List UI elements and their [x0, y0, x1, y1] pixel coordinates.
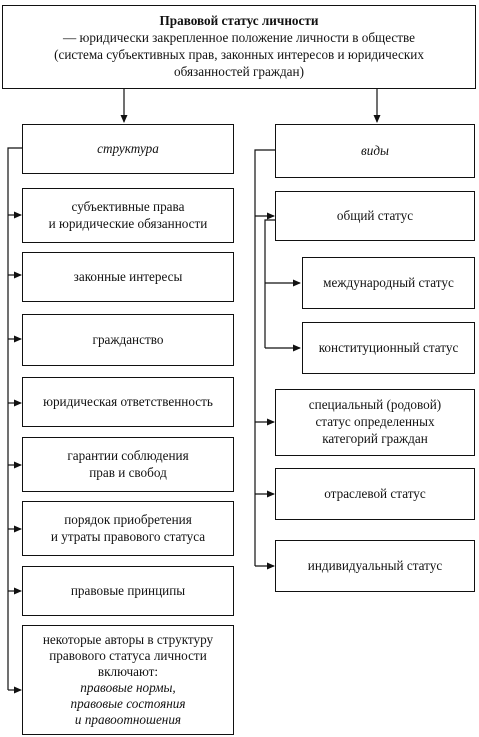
structure-item-italic-line: и правоотношения [74, 712, 182, 728]
types-subitem: международный статус [302, 257, 475, 309]
types-item-line: индивидуальный статус [307, 557, 443, 573]
structure-header-label: структура [97, 140, 159, 156]
structure-item: гарантии соблюдения прав и свобод [22, 437, 234, 492]
structure-item-line: некоторые авторы в структуру [42, 631, 214, 647]
types-item-line: категорий граждан [322, 430, 428, 446]
root-definition-line: — юридически закрепленное положение личн… [63, 30, 415, 46]
structure-item-line: и утраты правового статуса [50, 528, 206, 544]
types-item-line: общий статус [336, 207, 414, 223]
structure-item-line: юридическая ответственность [43, 393, 213, 409]
structure-item-italic-line: правовые нормы, [80, 680, 176, 695]
types-item: индивидуальный статус [275, 540, 475, 592]
structure-item-authors: некоторые авторы в структуру правового с… [22, 625, 234, 735]
root-box: Правовой статус личности — юридически за… [2, 5, 476, 89]
structure-item: гражданство [22, 314, 234, 366]
types-subitem: конституционный статус [302, 322, 475, 374]
structure-item: законные интересы [22, 252, 234, 302]
structure-item-line: гарантии соблюдения [67, 447, 189, 463]
types-item-line: статус определенных [315, 414, 435, 430]
root-title: Правовой статус личности [159, 13, 319, 29]
types-subitem-line: конституционный статус [318, 339, 459, 355]
types-item-line: отраслевой статус [324, 485, 426, 501]
types-item: специальный (родовой) статус определенны… [275, 389, 475, 456]
structure-item: порядок приобретения и утраты правового … [22, 501, 234, 556]
structure-item-line: и юридические обязанности [48, 215, 208, 231]
types-header-label: виды [361, 142, 389, 158]
structure-item-line: порядок приобретения [64, 511, 192, 527]
structure-item-line: правового статуса личности [49, 647, 207, 663]
types-item-line: специальный (родовой) [308, 397, 442, 413]
structure-item-line: гражданство [92, 331, 164, 347]
structure-item-italic-line: правовые состояния [70, 696, 186, 712]
structure-item: правовые принципы [22, 566, 234, 616]
root-definition-line: (система субъективных прав, законных инт… [54, 47, 424, 62]
structure-item-line: законные интересы [73, 268, 183, 284]
structure-item-line: субъективные права [71, 198, 185, 214]
types-subitem-line: международный статус [323, 274, 454, 290]
types-header: виды [275, 124, 475, 178]
root-definition-line: обязанностей граждан) [174, 63, 304, 79]
structure-item-line: правовые принципы [70, 582, 186, 598]
types-item: отраслевой статус [275, 468, 475, 520]
structure-item-line: включают: [97, 663, 159, 679]
structure-item-line: прав и свобод [89, 464, 167, 480]
structure-item: субъективные права и юридические обязанн… [22, 188, 234, 243]
types-item-general: общий статус [275, 191, 475, 241]
structure-header: структура [22, 124, 234, 174]
structure-item: юридическая ответственность [22, 377, 234, 427]
